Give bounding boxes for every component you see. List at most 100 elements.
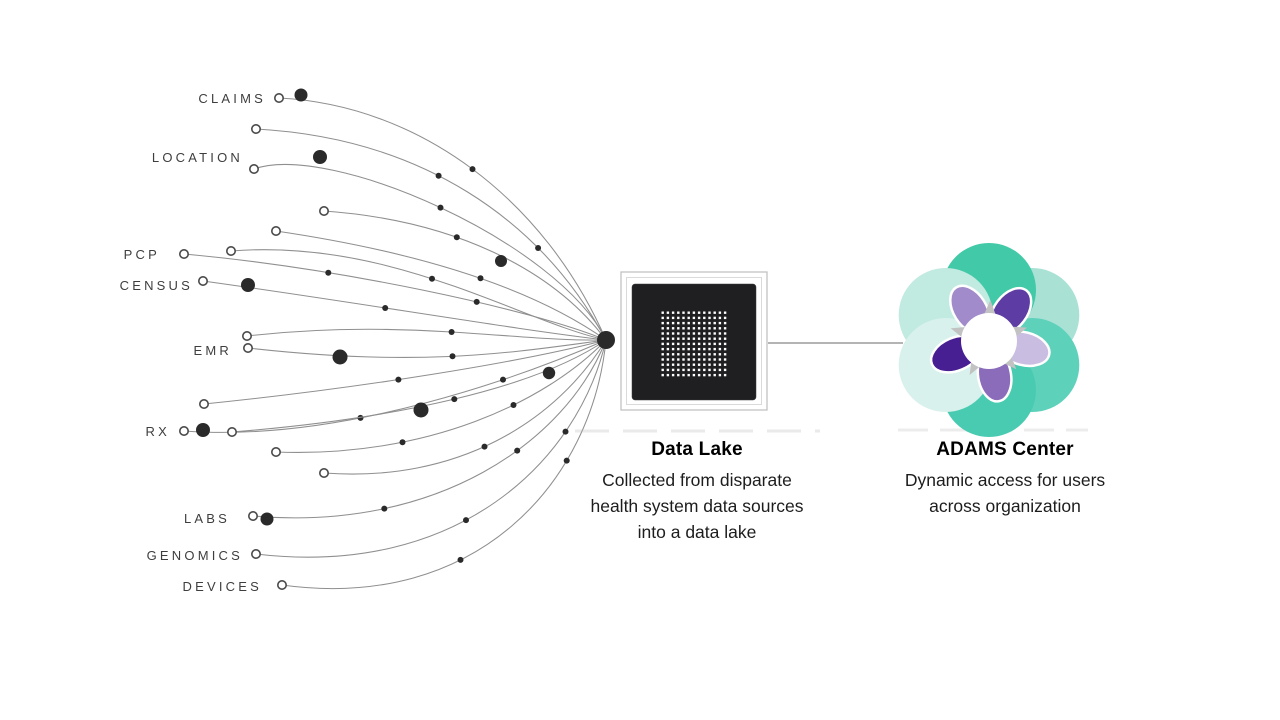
- chip-grid-dot: [671, 321, 675, 325]
- flow-node-dot: [500, 376, 506, 383]
- chip-grid-dot: [671, 342, 675, 346]
- data-lake-icon: [620, 271, 768, 411]
- chip-grid-dot: [708, 332, 711, 335]
- chip-grid-dot: [718, 332, 722, 335]
- chip-grid-dot: [671, 347, 675, 351]
- chip-grid-dot: [703, 368, 706, 372]
- chip-grid-dot: [661, 316, 664, 320]
- flow-line: [323, 210, 607, 341]
- chip-grid-dot: [708, 363, 711, 366]
- chip-grid-dot: [666, 373, 670, 377]
- data-lake-chip-square: [631, 283, 757, 401]
- chip-grid-dot: [661, 353, 664, 356]
- flow-node-dot: [399, 439, 406, 446]
- adams-center-logo: [898, 243, 1080, 437]
- chip-grid-dot: [661, 368, 664, 372]
- chip-grid-dot: [708, 337, 711, 340]
- chip-grid-dot: [677, 363, 680, 366]
- flow-line: [253, 164, 607, 341]
- source-label-pcp: PCP: [124, 247, 160, 262]
- flow-node-dot: [510, 402, 517, 408]
- chip-grid-dot: [723, 327, 727, 330]
- chip-grid-dot: [671, 332, 675, 335]
- chip-grid-dot: [687, 373, 690, 377]
- chip-grid-dot: [723, 368, 727, 372]
- flow-junction-dot: [313, 150, 327, 164]
- chip-grid-dot: [708, 353, 711, 356]
- chip-grid-dot: [687, 332, 690, 335]
- source-endpoint-circle: [226, 246, 237, 257]
- source-endpoint-circle: [249, 164, 260, 175]
- chip-grid-dot: [723, 332, 727, 335]
- source-endpoint-circle: [243, 342, 254, 353]
- chip-grid-dot: [682, 353, 685, 356]
- flow-line: [183, 253, 607, 341]
- chip-grid-dot: [682, 373, 685, 377]
- chip-grid-dot: [697, 368, 701, 372]
- source-label-census: CENSUS: [120, 278, 193, 293]
- flow-line: [230, 249, 607, 341]
- chip-grid-dot: [713, 337, 716, 340]
- chip-grid-dot: [713, 311, 716, 314]
- chip-grid-dot: [677, 342, 680, 346]
- chip-grid-dot: [671, 327, 675, 330]
- chip-grid-dot: [687, 368, 690, 372]
- chip-grid-dot: [692, 321, 696, 325]
- flow-node-dot: [562, 428, 569, 435]
- source-endpoint-circle: [251, 124, 262, 135]
- chip-grid-dot: [697, 358, 701, 361]
- flow-line: [275, 230, 607, 341]
- chip-grid-dot: [708, 316, 711, 320]
- source-endpoint-circle: [318, 206, 329, 217]
- flow-junction-dot: [495, 255, 507, 267]
- chip-grid-dot: [671, 337, 675, 340]
- flow-node-dot: [563, 457, 570, 464]
- chip-grid-dot: [703, 337, 706, 340]
- chip-grid-dot: [718, 321, 722, 325]
- data-lake-description-line: health system data sources: [590, 496, 804, 516]
- adams-center-description-line: across organization: [929, 496, 1081, 516]
- chip-grid-dot: [697, 337, 701, 340]
- chip-grid-dot: [692, 332, 696, 335]
- source-label-claims: CLAIMS: [198, 91, 266, 106]
- adams-center-caption: ADAMS Center Dynamic access for users ac…: [878, 439, 1132, 519]
- chip-grid-dot: [718, 311, 722, 314]
- chip-grid-dot: [671, 353, 675, 356]
- chip-grid-dot: [661, 332, 664, 335]
- flower-triangle: [984, 300, 996, 315]
- chip-grid-dot: [682, 332, 685, 335]
- flow-node-dot: [395, 376, 402, 383]
- chip-grid-dot: [661, 347, 664, 351]
- chip-grid-dot: [666, 353, 670, 356]
- chip-grid-dot: [703, 311, 706, 314]
- chip-grid-dot: [692, 363, 696, 366]
- flow-node-dot: [457, 556, 464, 563]
- data-lake-caption: Data Lake Collected from disparate healt…: [570, 439, 824, 545]
- chip-grid-dot: [682, 342, 685, 346]
- chip-grid-dot: [687, 347, 690, 351]
- source-endpoint-circle: [242, 330, 253, 341]
- source-endpoint-circle: [179, 425, 190, 436]
- chip-grid-dot: [713, 347, 716, 351]
- flow-line: [183, 339, 607, 433]
- flow-line: [281, 339, 607, 590]
- source-label-location: LOCATION: [152, 150, 243, 165]
- chip-grid-dot: [723, 353, 727, 356]
- chip-grid-dot: [703, 373, 706, 377]
- chip-grid-dot: [671, 311, 675, 314]
- chip-grid-dot: [723, 363, 727, 366]
- flow-junction-dot: [196, 423, 210, 437]
- flow-lines: [179, 88, 615, 590]
- flow-node-dot: [382, 305, 389, 311]
- flower-triangle: [1002, 354, 1017, 370]
- flow-node-dot: [481, 443, 488, 450]
- chip-grid-dot: [703, 327, 706, 330]
- chip-grid-dot: [682, 347, 685, 351]
- chip-grid-dot: [677, 316, 680, 320]
- chip-grid-dot: [682, 337, 685, 340]
- chip-grid-dot: [713, 363, 716, 366]
- chip-grid-dot: [718, 353, 722, 356]
- chip-grid-dot: [661, 373, 664, 377]
- chip-grid-dot: [718, 373, 722, 377]
